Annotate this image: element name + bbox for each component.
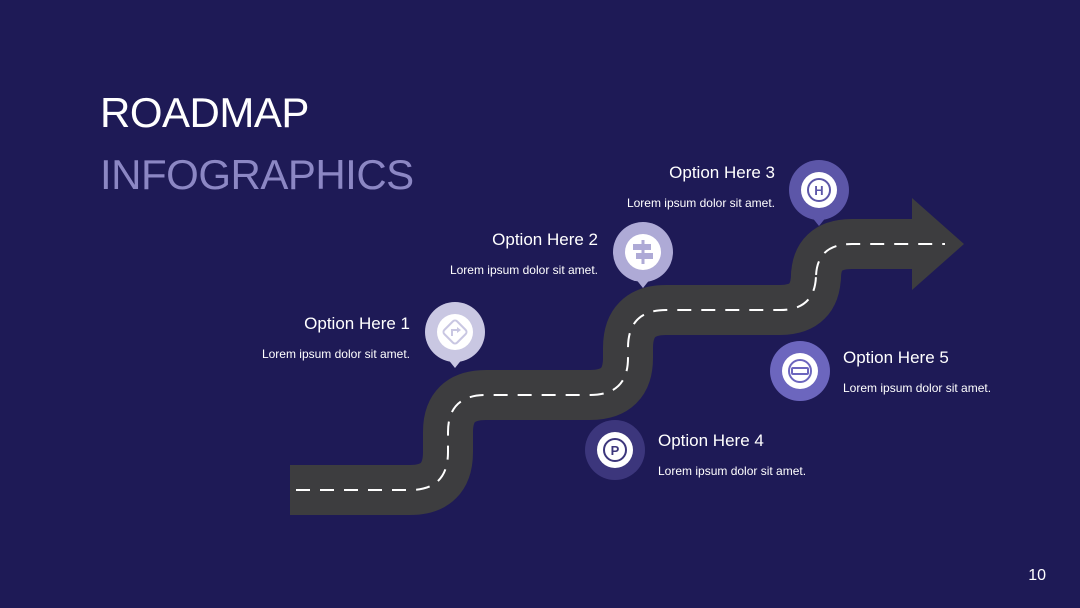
signpost-icon (633, 240, 653, 264)
option-3-title: Option Here 3 (669, 163, 775, 182)
svg-text:H: H (814, 183, 823, 198)
pin-3: H (789, 160, 849, 226)
pin-2 (613, 222, 673, 288)
option-3-desc: Lorem ipsum dolor sit amet. (626, 196, 775, 210)
road (290, 198, 964, 515)
title-line-1: ROADMAP (100, 89, 309, 136)
pin-5 (770, 341, 830, 401)
hospital-icon: H (807, 178, 831, 202)
option-1-desc: Lorem ipsum dolor sit amet. (261, 347, 410, 361)
road-arrow-head (912, 198, 964, 290)
option-5-title: Option Here 5 (843, 348, 949, 367)
pin-1 (425, 302, 485, 368)
title-line-2: INFOGRAPHICS (100, 151, 414, 198)
page-number: 10 (1028, 567, 1046, 584)
no-entry-icon (788, 359, 812, 383)
option-5-desc: Lorem ipsum dolor sit amet. (843, 381, 992, 395)
road-center-dashes (296, 243, 945, 491)
option-4-desc: Lorem ipsum dolor sit amet. (658, 464, 807, 478)
svg-text:P: P (611, 443, 620, 458)
road-sign-turn-icon (442, 319, 468, 345)
option-2-desc: Lorem ipsum dolor sit amet. (449, 263, 598, 277)
option-2-title: Option Here 2 (492, 230, 598, 249)
option-4-title: Option Here 4 (658, 431, 764, 450)
parking-icon: P (603, 438, 627, 462)
option-1-title: Option Here 1 (304, 314, 410, 333)
pin-4: P (585, 420, 645, 480)
